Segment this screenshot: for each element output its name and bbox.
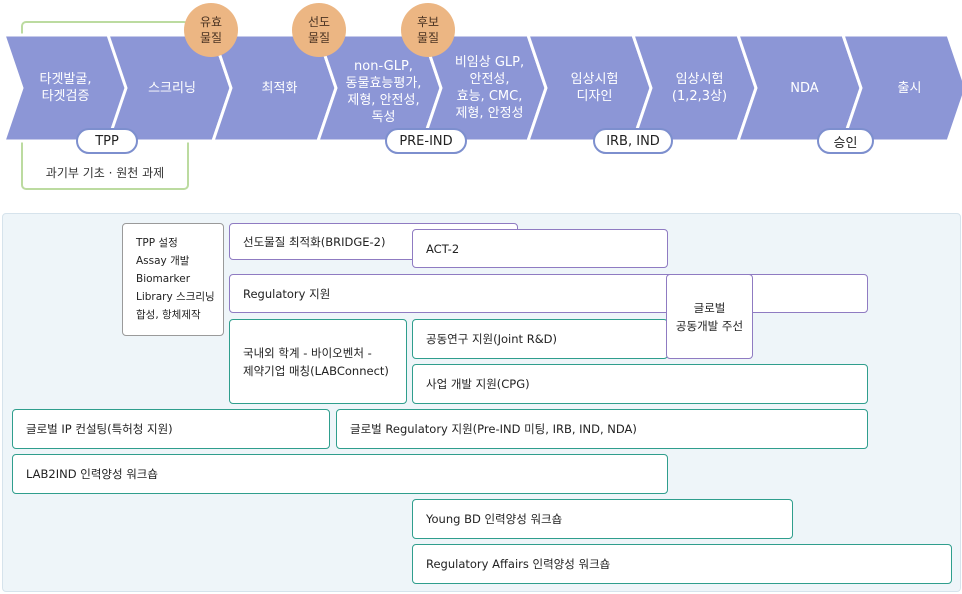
pill-pre-ind: PRE-IND [385,128,467,154]
program-lab2ind: LAB2IND 인력양성 워크숍 [12,454,668,494]
chevron-launch [840,33,962,143]
tpp-task-item: Library 스크리닝 [136,291,215,303]
gov-project-label: 과기부 기초 · 원천 과제 [45,166,165,180]
program-cpg: 사업 개발 지원(CPG) [412,364,868,404]
stage-non-glp: non-GLP, 동물효능평가, 제형, 안전성, 독성 [345,59,422,125]
pill-approval: 승인 [817,128,874,154]
milestone-candidate: 후보 물질 [401,3,455,57]
stage-clinical-trial: 임상시험 (1,2,3상) [671,72,728,104]
program-global-codev: 글로벌 공동개발 주선 [666,274,753,359]
program-act2: ACT-2 [412,229,668,268]
stage-trial-design: 임상시험 디자인 [570,72,619,104]
tpp-task-list: TPP 설정 Assay 개발 Biomarker Library 스크리닝 합… [122,223,224,336]
program-regulatory: Regulatory 지원 [229,274,868,313]
stage-launch: 출시 [897,80,922,96]
pill-irb-ind: IRB, IND [593,128,673,154]
stage-glp: 비임상 GLP, 안전성, 효능, CMC, 제형, 안정성 [454,55,525,121]
tpp-task-item: TPP 설정 [136,237,178,249]
program-labconnect: 국내외 학계 - 바이오벤처 - 제약기업 매칭(LABConnect) [229,319,407,404]
stage-target: 타겟발굴, 타겟검증 [39,72,92,104]
stage-optimization: 최적화 [261,80,298,96]
milestone-hit: 유효 물질 [184,3,238,57]
pipeline-chevrons [1,33,962,143]
tpp-task-item: Biomarker [136,273,191,285]
stage-screening: 스크리닝 [148,80,196,96]
tpp-task-item: Assay 개발 [136,255,190,267]
program-labconnect-label: 국내외 학계 - 바이오벤처 - 제약기업 매칭(LABConnect) [243,345,389,378]
program-global-ip: 글로벌 IP 컨설팅(특허청 지원) [12,409,330,449]
program-global-regulatory: 글로벌 Regulatory 지원(Pre-IND 미팅, IRB, IND, … [336,409,868,449]
milestone-lead: 선도 물질 [292,3,346,57]
program-joint-rd: 공동연구 지원(Joint R&D) [412,319,668,359]
tpp-task-item: 합성, 항체제작 [136,309,201,321]
stage-nda: NDA [790,80,819,96]
program-young-bd: Young BD 인력양성 워크숍 [412,499,793,539]
pill-tpp: TPP [76,128,138,154]
program-ra-workshop: Regulatory Affairs 인력양성 워크숍 [412,544,952,584]
